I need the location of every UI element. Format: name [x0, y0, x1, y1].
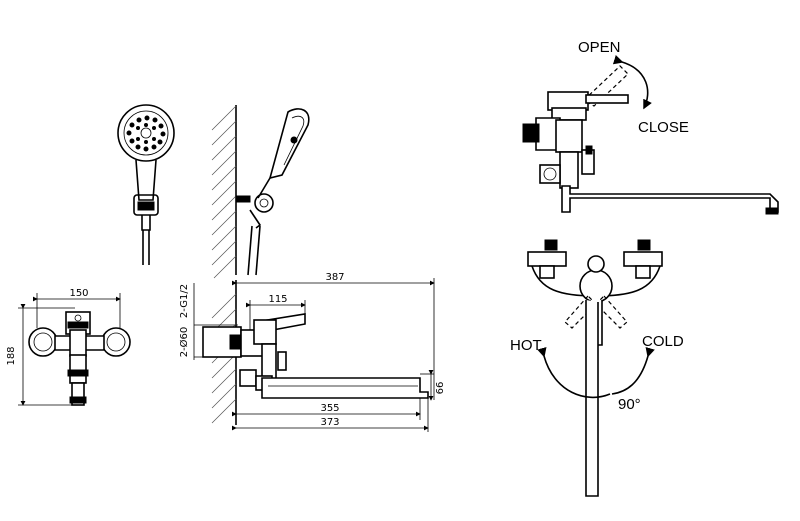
label-open: OPEN — [578, 39, 621, 56]
spray-holes — [126, 115, 166, 152]
dim-188: 188 — [6, 346, 17, 365]
hand-shower-front-view — [117, 104, 175, 265]
wall-hatching-bottom — [211, 293, 237, 424]
dim-66: 66 — [435, 382, 446, 395]
faucet-side-view: 387 115 2-G1/2 2-Ø60 66 355 373 — [178, 272, 446, 432]
dim-115: 115 — [268, 294, 287, 305]
label-hot: HOT — [510, 337, 542, 354]
label-cold: COLD — [642, 333, 684, 350]
dim-g12: 2-G1/2 — [179, 284, 190, 318]
label-angle: 90° — [618, 396, 641, 413]
dim-387: 387 — [325, 272, 344, 283]
dim-d60: 2-Ø60 — [178, 327, 190, 358]
faucet-top-view: HOT COLD 90° — [510, 239, 684, 497]
dim-355: 355 — [320, 403, 339, 414]
label-close: CLOSE — [638, 119, 689, 136]
faucet-lever-view: OPEN CLOSE — [522, 39, 779, 215]
dim-373: 373 — [320, 417, 339, 428]
hand-shower-side-view — [211, 105, 310, 279]
faucet-front-view: 150 188 — [6, 288, 131, 406]
wall-hatching-top — [211, 105, 237, 279]
dim-150: 150 — [69, 288, 88, 299]
